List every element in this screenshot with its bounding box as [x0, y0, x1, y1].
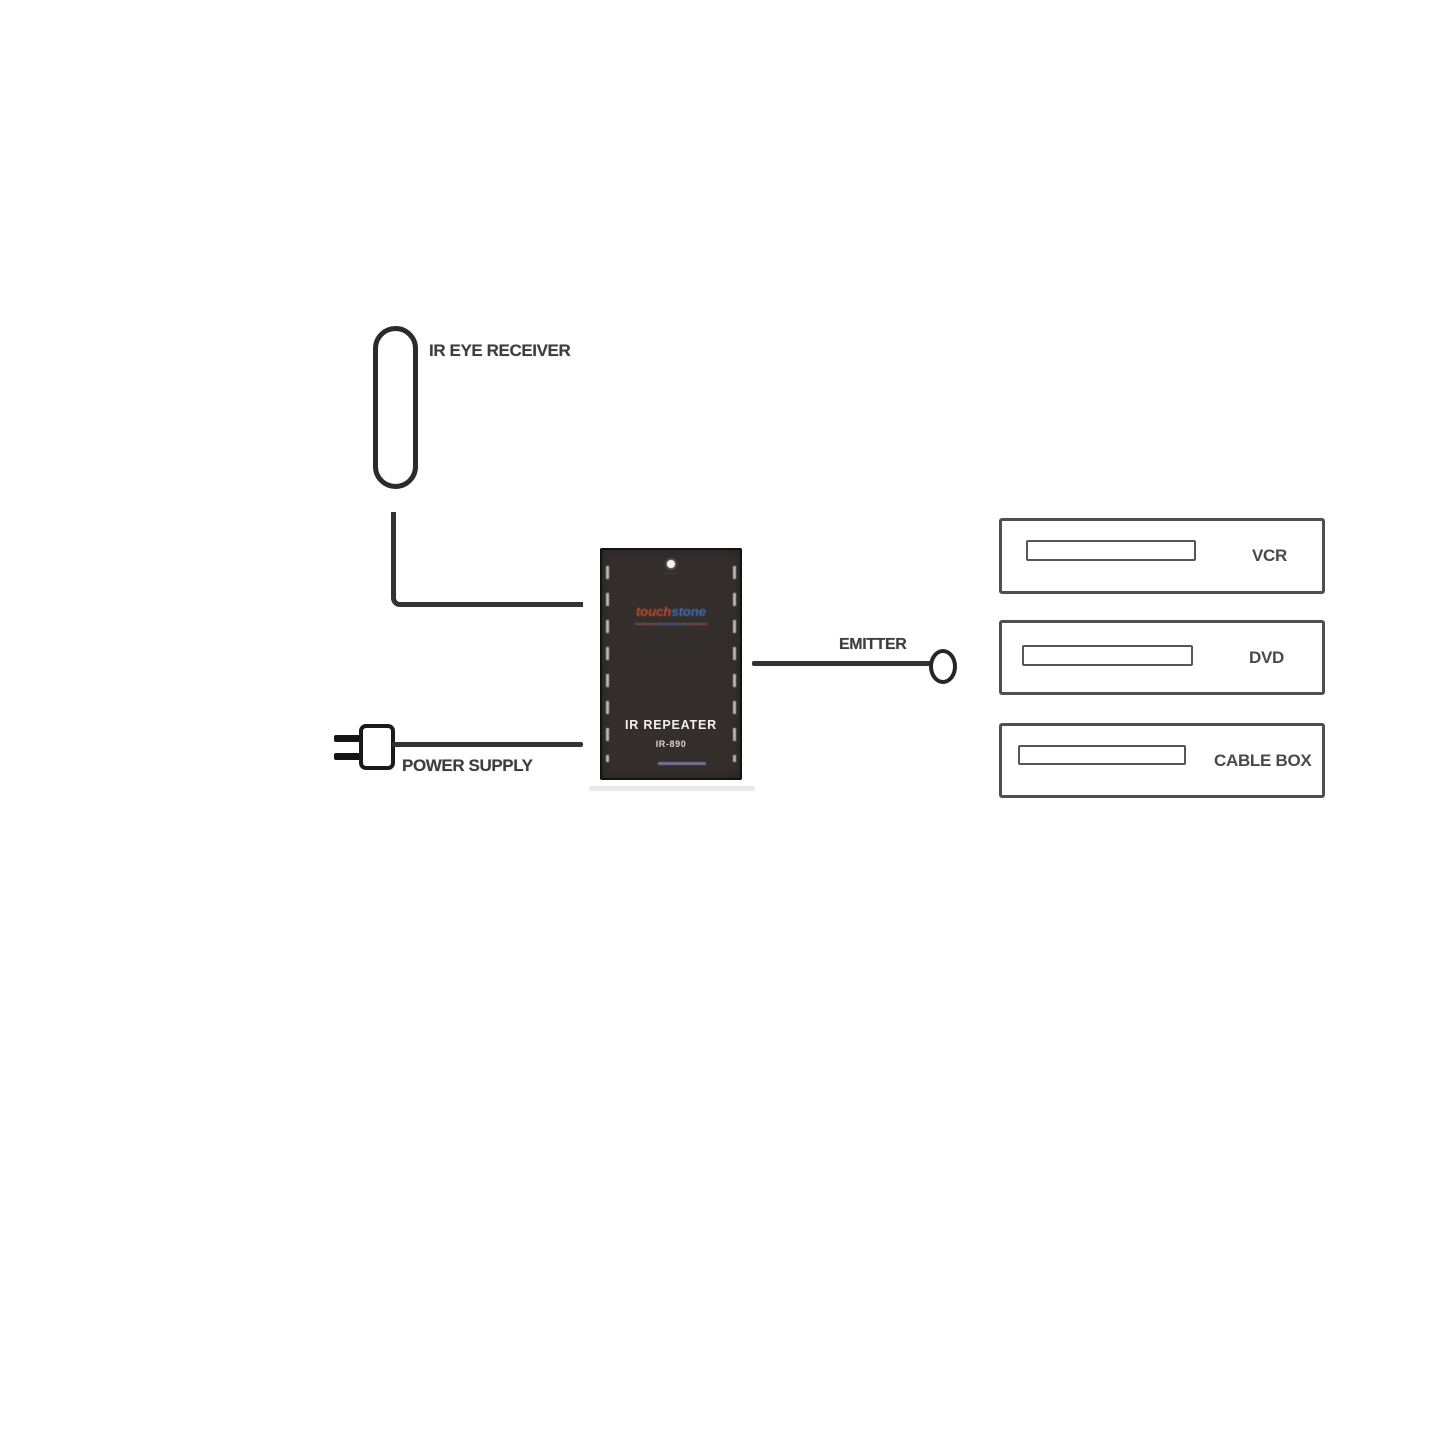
- device-slot: [1018, 745, 1186, 765]
- plug-prong-icon: [334, 753, 362, 760]
- brand-tagline-mark: [635, 623, 707, 625]
- receiver-wire: [391, 512, 583, 607]
- device-box-cable: CABLE BOX: [999, 723, 1325, 798]
- ir-eye-receiver-label: IR EYE RECEIVER: [429, 341, 571, 360]
- repeater-name: IR REPEATER: [625, 718, 717, 732]
- device-box-dvd: DVD: [999, 620, 1325, 695]
- port-labels-left: [606, 566, 609, 762]
- ir-eye-receiver-shape: [373, 326, 418, 489]
- led-caption-mark: ·····: [663, 571, 679, 577]
- power-led-icon: [667, 560, 675, 568]
- device-label-dvd: DVD: [1249, 647, 1284, 667]
- device-shadow: [589, 786, 755, 791]
- power-cable: [392, 742, 583, 747]
- brand-logo-stone: stone: [671, 604, 707, 619]
- repeater-model: IR-890: [655, 739, 687, 749]
- emitter-cable: [752, 661, 932, 666]
- port-labels-right: [733, 566, 736, 762]
- device-label-cable-box: CABLE BOX: [1214, 750, 1312, 770]
- emitter-bud-icon: [929, 649, 957, 684]
- ir-repeater-device: ····· touchstone IR REPEATER IR-890: [600, 548, 742, 780]
- repeater-footer-mark: [658, 762, 706, 765]
- device-label-vcr: VCR: [1252, 546, 1287, 565]
- device-box-vcr: VCR: [999, 518, 1325, 594]
- brand-logo-touch: touch: [635, 604, 672, 619]
- brand-logo: touchstone: [636, 604, 706, 619]
- device-slot: [1026, 540, 1196, 561]
- emitter-label: EMITTER: [839, 636, 907, 653]
- power-plug-icon: [359, 724, 395, 770]
- plug-prong-icon: [334, 735, 362, 742]
- power-supply-label: POWER SUPPLY: [402, 756, 533, 775]
- device-slot: [1022, 645, 1193, 666]
